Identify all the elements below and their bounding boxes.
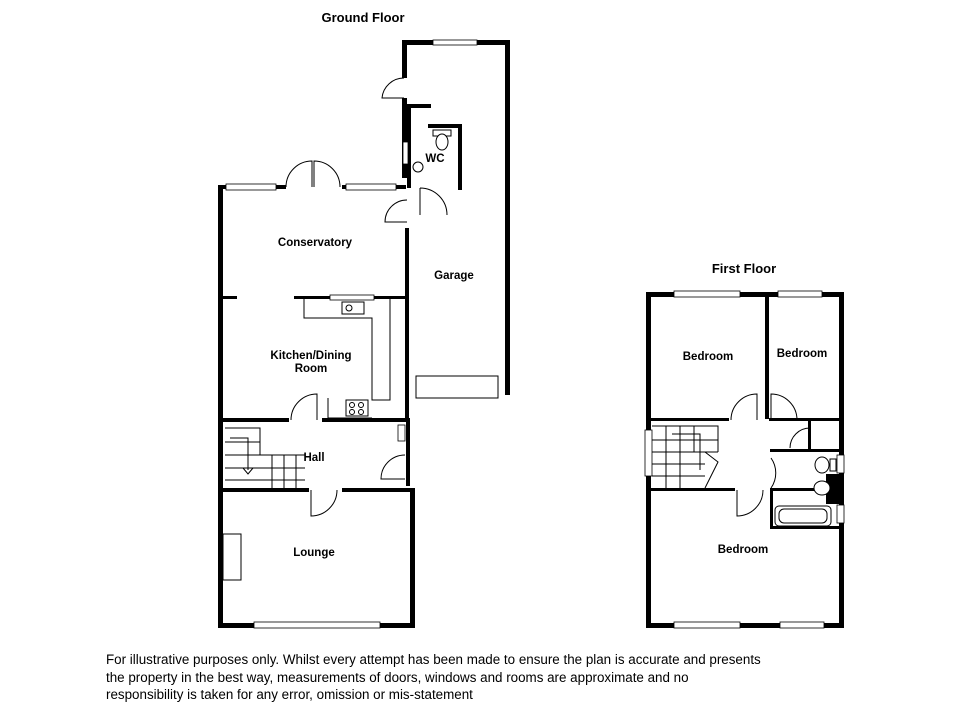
room-label-lounge: Lounge: [293, 547, 335, 559]
lounge-walls: [218, 488, 415, 629]
room-label-kitchen-line2: Room: [295, 363, 328, 375]
disclaimer-line-1: For illustrative purposes only. Whilst e…: [106, 652, 761, 667]
room-label-bedroom-bottom: Bedroom: [718, 544, 768, 556]
first-floor-staircase: [652, 425, 719, 489]
first-floor-plan: First Floor: [644, 261, 845, 629]
room-label-bedroom-right: Bedroom: [777, 348, 827, 360]
garage-walls: [402, 39, 510, 418]
first-floor-internal-walls: [651, 297, 839, 529]
bathroom-fittings: [774, 456, 837, 527]
disclaimer-text: For illustrative purposes only. Whilst e…: [106, 651, 846, 704]
first-floor-outer-walls: [644, 290, 845, 629]
garage-side-door: [381, 77, 405, 99]
kitchen-fittings: [303, 294, 391, 419]
disclaimer-line-2: the property in the best way, measuremen…: [106, 669, 689, 685]
ground-floor-plan: Ground Floor: [218, 10, 510, 629]
hall-walls: [223, 393, 410, 490]
wc-room: [402, 104, 462, 216]
room-label-hall: Hall: [303, 452, 324, 464]
garage-internal-door: [384, 199, 408, 223]
ground-floor-title: Ground Floor: [321, 10, 404, 25]
first-floor-doors: [730, 393, 811, 517]
room-label-kitchen-line1: Kitchen/Dining: [270, 350, 351, 362]
disclaimer-line-3: responsibility is taken for any error, o…: [106, 687, 473, 702]
room-label-bedroom-left: Bedroom: [683, 351, 733, 363]
room-label-garage: Garage: [434, 270, 474, 282]
room-label-conservatory: Conservatory: [278, 237, 353, 249]
first-floor-title: First Floor: [712, 261, 776, 276]
room-label-wc: WC: [425, 153, 444, 165]
